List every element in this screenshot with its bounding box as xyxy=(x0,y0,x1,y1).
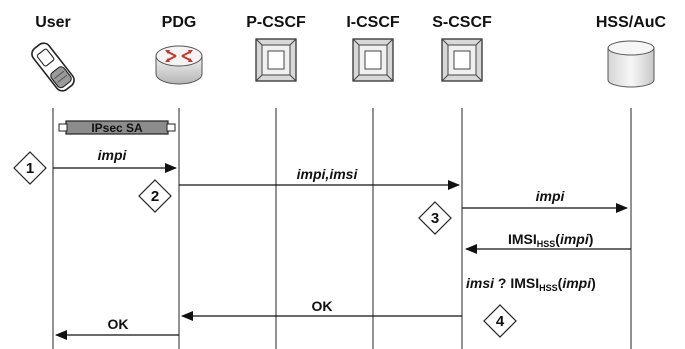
message-ok-1: OK xyxy=(312,298,333,314)
message-impi-2: impi xyxy=(536,188,566,204)
lifelines xyxy=(52,108,632,349)
database-icon xyxy=(607,40,655,88)
step-marker-3: 3 xyxy=(418,201,452,235)
message-ok-2: OK xyxy=(108,316,129,332)
message-imsi-hss: IMSIHSS(impi) xyxy=(508,231,593,249)
entity-label-pdg: PDG xyxy=(162,14,197,31)
router-icon xyxy=(155,45,203,85)
step-number: 3 xyxy=(431,210,439,227)
entity-label-hss-auc: HSS/AuC xyxy=(596,14,667,31)
step-marker-4: 4 xyxy=(483,304,517,338)
step-marker-2: 2 xyxy=(138,179,172,213)
ipsec-tunnel: IPsec SA xyxy=(58,120,176,135)
message-impi-imsi: impi,imsi xyxy=(297,166,359,182)
entity-label-p-cscf: P-CSCF xyxy=(246,14,306,31)
mobile-phone-icon xyxy=(31,42,75,92)
server-icon xyxy=(441,38,483,82)
check-imsi-match: imsi ? IMSIHSS(impi) xyxy=(466,275,596,293)
message-impi-1: impi xyxy=(98,147,128,163)
entity-label-i-cscf: I-CSCF xyxy=(346,14,400,31)
server-icon xyxy=(255,38,297,82)
step-number: 2 xyxy=(151,188,159,205)
entity-label-user: User xyxy=(35,14,71,31)
server-icon xyxy=(352,38,394,82)
step-number: 1 xyxy=(26,160,34,177)
step-marker-1: 1 xyxy=(13,151,47,185)
ipsec-label: IPsec SA xyxy=(91,121,143,135)
step-number: 4 xyxy=(496,313,505,330)
entity-label-s-cscf: S-CSCF xyxy=(432,14,492,31)
